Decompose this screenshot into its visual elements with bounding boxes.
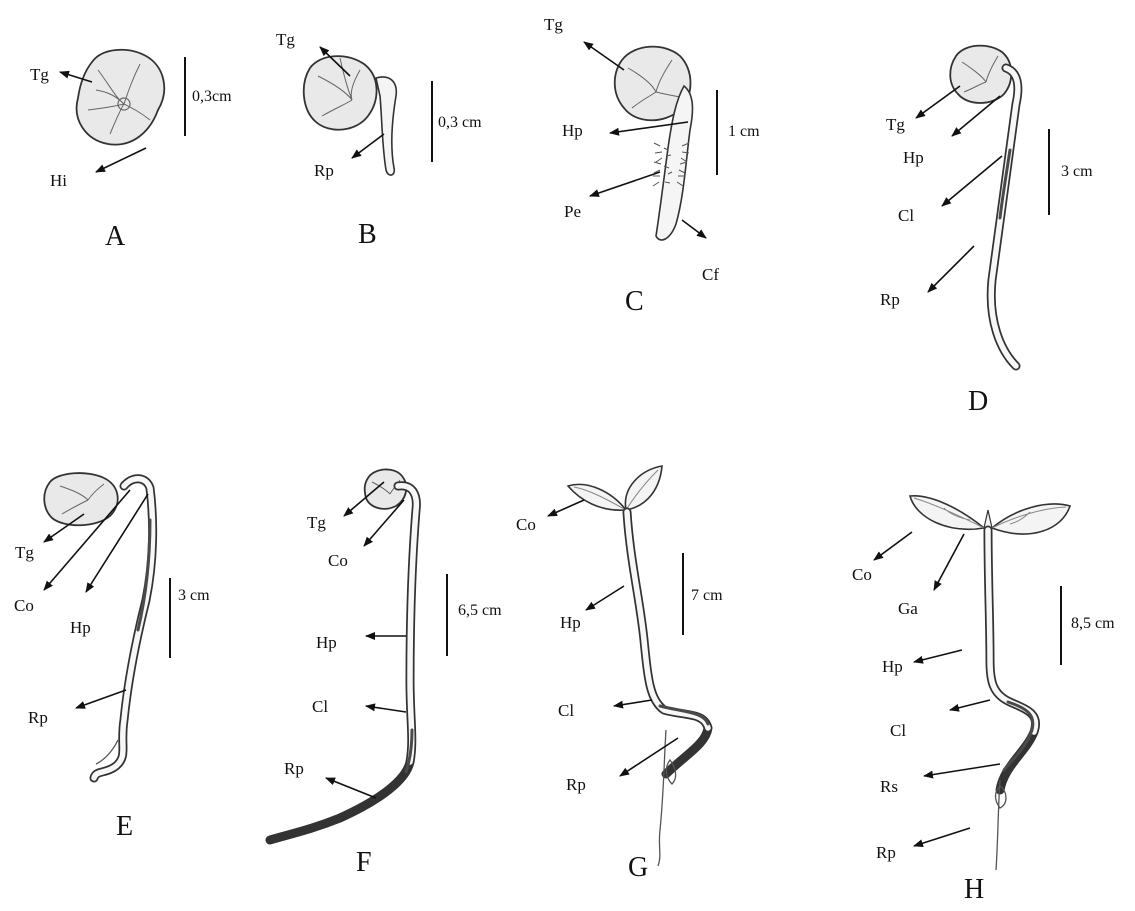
label-cl: Cl — [558, 701, 574, 720]
label-cl: Cl — [898, 206, 914, 225]
scale-label: 3 cm — [1061, 163, 1093, 180]
label-rp: Rp — [314, 161, 334, 180]
label-co: Co — [14, 596, 34, 615]
label-hi: Hi — [50, 171, 67, 190]
label-hp: Hp — [316, 633, 337, 652]
label-tg: Tg — [30, 65, 49, 84]
scale-label: 0,3cm — [192, 88, 232, 105]
label-cl: Cl — [312, 697, 328, 716]
label-cl: Cl — [890, 721, 906, 740]
label-hp: Hp — [70, 618, 91, 637]
panel-letter: B — [358, 219, 377, 250]
panel-b: Tg Rp 0,3 cm B — [276, 30, 482, 250]
cotyledon-right — [625, 466, 662, 510]
scale-label: 7 cm — [691, 587, 723, 604]
label-cf: Cf — [702, 265, 719, 284]
cotyledon-left — [910, 496, 984, 529]
cotyledon-right — [992, 504, 1070, 534]
label-hp: Hp — [903, 148, 924, 167]
panel-letter: G — [628, 852, 648, 883]
scale-label: 8,5 cm — [1071, 615, 1115, 632]
label-hp: Hp — [562, 121, 583, 140]
label-co: Co — [852, 565, 872, 584]
seed-drawing — [950, 46, 1011, 103]
label-tg: Tg — [886, 115, 905, 134]
panel-g: Co Hp Cl Rp 7 cm G — [516, 466, 723, 883]
label-co: Co — [328, 551, 348, 570]
panel-letter: C — [625, 286, 644, 317]
panel-letter: F — [356, 847, 372, 878]
panel-c: Tg Hp Pe Cf 1 cm C — [544, 15, 760, 317]
scale-label: 6,5 cm — [458, 602, 502, 619]
panel-d: Tg Hp Cl Rp 3 cm D — [880, 46, 1093, 417]
label-tg: Tg — [544, 15, 563, 34]
label-rp: Rp — [566, 775, 586, 794]
label-hp: Hp — [882, 657, 903, 676]
panel-h: Co Ga Hp Cl Rs Rp 8,5 cm H — [852, 496, 1115, 905]
label-rp: Rp — [876, 843, 896, 862]
cotyledon-left — [568, 484, 626, 510]
panel-letter: D — [968, 386, 988, 417]
label-ga: Ga — [898, 599, 918, 618]
panel-letter: E — [116, 811, 133, 842]
scale-label: 3 cm — [178, 587, 210, 604]
panel-letter: H — [964, 874, 984, 905]
scale-label: 1 cm — [728, 123, 760, 140]
panel-e: Tg Co Hp Rp 3 cm E — [14, 473, 210, 842]
label-tg: Tg — [276, 30, 295, 49]
label-hp: Hp — [560, 613, 581, 632]
label-rs: Rs — [880, 777, 898, 796]
scale-label: 0,3 cm — [438, 114, 482, 131]
seed-drawing — [77, 50, 165, 145]
label-rp: Rp — [284, 759, 304, 778]
label-pe: Pe — [564, 202, 581, 221]
label-rp: Rp — [880, 290, 900, 309]
panel-f: Tg Co Hp Cl Rp 6,5 cm F — [270, 469, 502, 878]
label-tg: Tg — [15, 543, 34, 562]
panel-a: Tg Hi 0,3cm A — [30, 50, 232, 252]
label-rp: Rp — [28, 708, 48, 727]
label-co: Co — [516, 515, 536, 534]
label-tg: Tg — [307, 513, 326, 532]
panel-letter: A — [105, 221, 126, 252]
